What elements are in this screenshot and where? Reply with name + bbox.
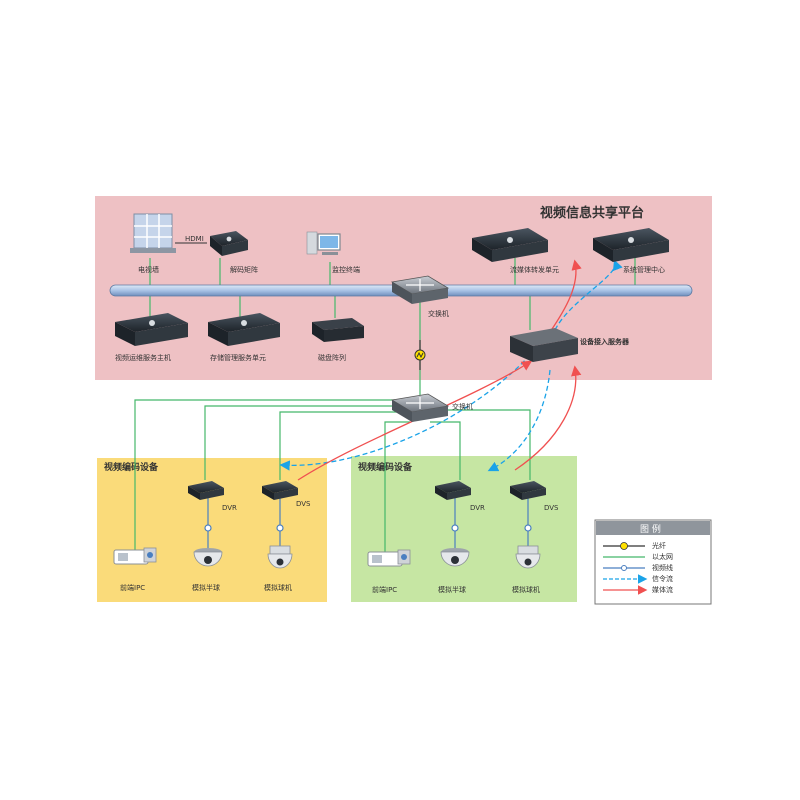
video-lines xyxy=(207,498,529,548)
left-dome-ptz-camera xyxy=(267,545,293,569)
core-switch-label: 交换机 xyxy=(452,402,473,411)
storage-mgmt-device xyxy=(208,313,280,346)
legend-item-ethernet: 以太网 xyxy=(652,552,673,561)
main-switch-device xyxy=(390,275,450,304)
left-ipc-label: 前端IPC xyxy=(120,583,145,592)
left-zone-title: 视频编码设备 xyxy=(104,461,159,473)
right-dome-fixed-label: 模拟半球 xyxy=(438,585,466,594)
left-dome-fixed-camera xyxy=(193,548,223,567)
platform-title: 视频信息共享平台 xyxy=(540,205,644,221)
right-encoder-zone xyxy=(351,456,577,602)
legend: 图 例 光纤 以太网 视频线 信令流 媒体流 xyxy=(594,519,712,605)
right-dome-fixed-camera xyxy=(440,548,470,567)
ops-host-device xyxy=(115,313,188,346)
video-wall-label: 电视墙 xyxy=(138,265,159,274)
left-ipc-camera xyxy=(113,547,157,565)
left-dvs-label: DVS xyxy=(296,500,311,508)
core-switch-device xyxy=(390,393,450,422)
disk-array-label: 磁盘阵列 xyxy=(318,353,346,362)
right-dome-ptz-camera xyxy=(515,545,541,569)
access-server-label: 设备接入服务器 xyxy=(580,337,630,346)
monitor-terminal-device xyxy=(306,231,341,255)
left-encoder-zone xyxy=(97,458,327,602)
left-dome-fixed-label: 模拟半球 xyxy=(192,583,220,592)
media-forward-device xyxy=(472,228,548,262)
legend-item-video: 视频线 xyxy=(652,563,673,572)
system-mgmt-label: 系统管理中心 xyxy=(623,265,665,274)
right-dvs-device xyxy=(510,481,546,500)
right-ipc-label: 前端IPC xyxy=(372,585,397,594)
right-dvr-label: DVR xyxy=(470,504,485,512)
decoder-matrix-label: 解码矩阵 xyxy=(230,265,258,274)
legend-item-media: 媒体流 xyxy=(652,585,673,594)
storage-mgmt-label: 存储管理服务单元 xyxy=(210,353,266,362)
right-dome-ptz-label: 模拟球机 xyxy=(512,585,540,594)
ops-host-label: 视频运维服务主机 xyxy=(115,353,171,362)
fiber-link xyxy=(414,340,426,370)
video-wall-device xyxy=(130,213,176,253)
disk-array-device xyxy=(312,318,364,342)
legend-item-fiber: 光纤 xyxy=(652,541,666,550)
main-switch-label: 交换机 xyxy=(428,309,449,318)
signal-flows xyxy=(279,259,623,472)
right-ipc-camera xyxy=(367,549,411,567)
left-dvr-label: DVR xyxy=(222,504,237,512)
decoder-matrix-device xyxy=(210,231,248,256)
right-dvr-device xyxy=(435,481,471,500)
right-dvs-label: DVS xyxy=(544,504,559,512)
left-dvr-device xyxy=(188,481,224,500)
access-server-device xyxy=(510,328,578,362)
legend-title: 图 例 xyxy=(640,523,661,535)
left-dvs-device xyxy=(262,481,298,500)
left-dome-ptz-label: 模拟球机 xyxy=(264,583,292,592)
video-connectors xyxy=(204,524,532,532)
monitor-terminal-label: 监控终端 xyxy=(332,265,360,274)
hdmi-tag: HDMI xyxy=(185,235,204,243)
media-forward-label: 流媒体转发单元 xyxy=(510,265,559,274)
system-mgmt-device xyxy=(593,228,669,262)
legend-item-signal: 信令流 xyxy=(652,574,673,583)
